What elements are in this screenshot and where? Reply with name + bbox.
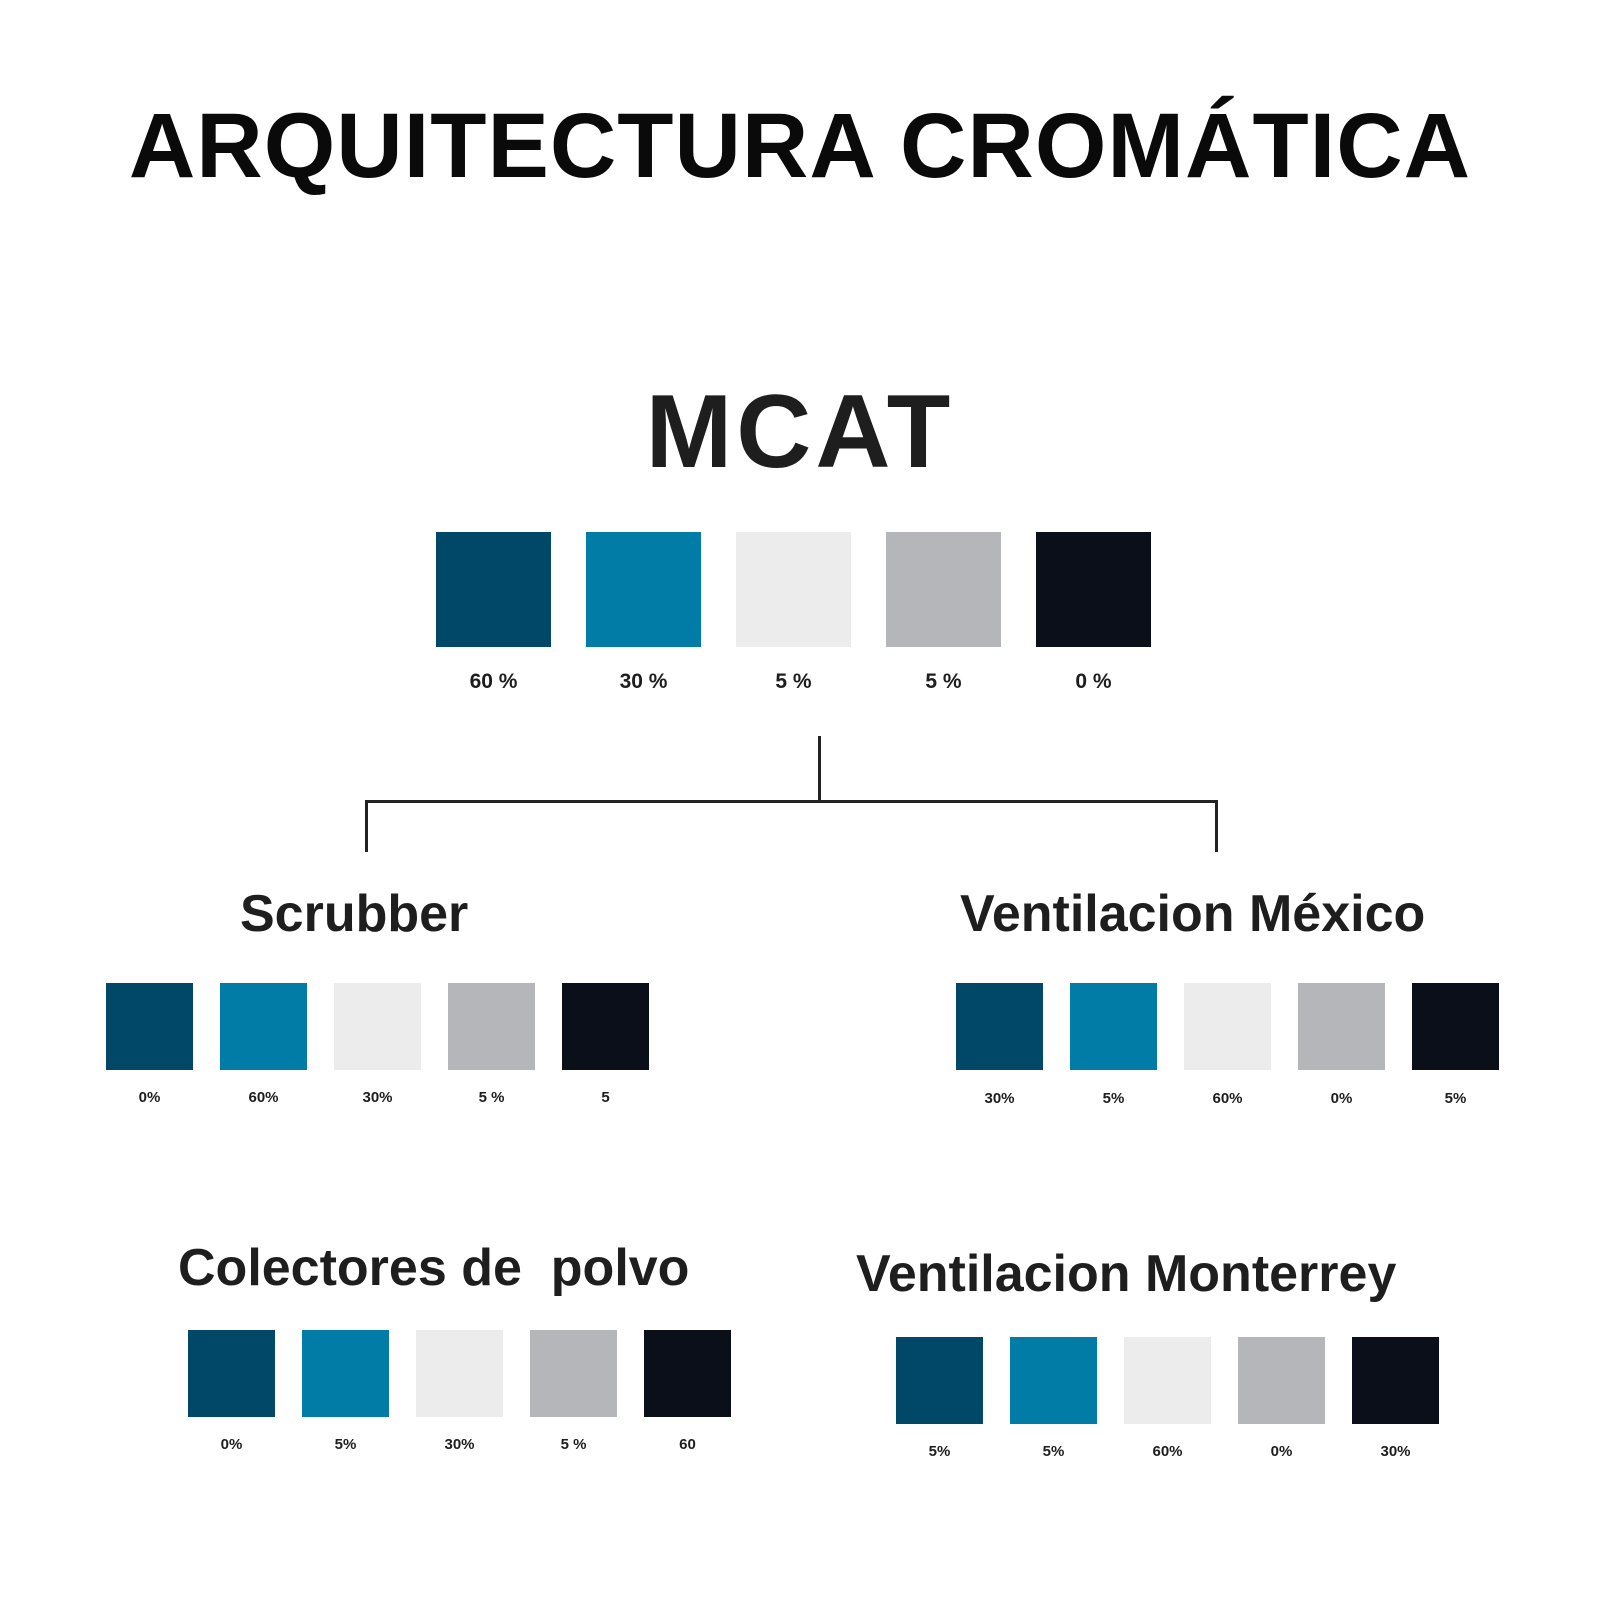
color-swatch — [1184, 983, 1271, 1070]
brand-title-colectores-de-polvo: Colectores de polvo — [178, 1239, 690, 1297]
brand-swatch: 5 — [562, 983, 649, 1105]
mcat-swatch: 30 % — [586, 532, 701, 692]
ventilacion-mexico-palette: 30% 5% 60% 0% 5% — [956, 983, 1499, 1106]
percentage-label: 60% — [1152, 1443, 1183, 1460]
brand-swatch: 5% — [1412, 983, 1499, 1106]
ventilacion-monterrey-palette: 5% 5% 60% 0% 30% — [896, 1337, 1439, 1459]
connector-stem — [818, 736, 821, 802]
page-title: ARQUITECTURA CROMÁTICA — [128, 95, 1472, 197]
color-swatch — [436, 532, 551, 647]
percentage-label: 5 % — [925, 670, 962, 693]
percentage-label: 30% — [362, 1089, 393, 1106]
color-swatch — [736, 532, 851, 647]
percentage-label: 0% — [220, 1436, 243, 1453]
color-swatch — [106, 983, 193, 1070]
percentage-label: 60 — [679, 1436, 696, 1453]
color-swatch — [956, 983, 1043, 1070]
color-swatch — [220, 983, 307, 1070]
percentage-label: 5 % — [560, 1436, 587, 1453]
color-swatch — [448, 983, 535, 1070]
brand-title-ventilacion-mexico: Ventilacion México — [960, 885, 1426, 943]
color-swatch — [1010, 1337, 1097, 1424]
color-swatch — [644, 1330, 731, 1417]
color-swatch — [416, 1330, 503, 1417]
mcat-palette: 60 % 30 % 5 % 5 % 0 % — [436, 532, 1151, 692]
mcat-swatch: 5 % — [886, 532, 1001, 692]
percentage-label: 5 % — [775, 670, 812, 693]
brand-swatch: 60% — [220, 983, 307, 1105]
brand-swatch: 0% — [1238, 1337, 1325, 1459]
color-swatch — [334, 983, 421, 1070]
percentage-label: 5% — [928, 1443, 951, 1460]
brand-swatch: 30% — [334, 983, 421, 1105]
color-swatch — [530, 1330, 617, 1417]
color-swatch — [1238, 1337, 1325, 1424]
percentage-label: 5% — [1102, 1090, 1125, 1107]
percentage-label: 30% — [984, 1090, 1015, 1107]
color-swatch — [1412, 983, 1499, 1070]
percentage-label: 60 % — [469, 670, 518, 693]
percentage-label: 0 % — [1075, 670, 1112, 693]
percentage-label: 0% — [1330, 1090, 1353, 1107]
percentage-label: 0% — [138, 1089, 161, 1106]
brand-swatch: 30% — [956, 983, 1043, 1106]
scrubber-palette: 0% 60% 30% 5 % 5 — [106, 983, 649, 1105]
color-swatch — [302, 1330, 389, 1417]
brand-swatch: 0% — [1298, 983, 1385, 1106]
brand-swatch: 5% — [896, 1337, 983, 1459]
percentage-label: 0% — [1270, 1443, 1293, 1460]
brand-swatch: 30% — [416, 1330, 503, 1452]
color-swatch — [886, 532, 1001, 647]
percentage-label: 5 % — [478, 1089, 505, 1106]
color-swatch — [1036, 532, 1151, 647]
mcat-swatch: 60 % — [436, 532, 551, 692]
brand-swatch: 0% — [106, 983, 193, 1105]
color-swatch — [1124, 1337, 1211, 1424]
percentage-label: 5% — [1042, 1443, 1065, 1460]
mcat-title: MCAT — [645, 374, 955, 490]
brand-swatch: 60% — [1124, 1337, 1211, 1459]
color-swatch — [586, 532, 701, 647]
color-swatch — [188, 1330, 275, 1417]
brand-title-scrubber: Scrubber — [240, 885, 469, 943]
color-swatch — [1070, 983, 1157, 1070]
percentage-label: 30% — [1380, 1443, 1411, 1460]
colectores-palette: 0% 5% 30% 5 % 60 — [188, 1330, 731, 1452]
brand-swatch: 5 % — [530, 1330, 617, 1452]
percentage-label: 5% — [334, 1436, 357, 1453]
brand-title-ventilacion-monterrey: Ventilacion Monterrey — [856, 1245, 1397, 1303]
percentage-label: 5 — [601, 1089, 610, 1106]
percentage-label: 30% — [444, 1436, 475, 1453]
connector-horizontal — [365, 800, 1218, 803]
brand-swatch: 60 — [644, 1330, 731, 1452]
brand-swatch: 30% — [1352, 1337, 1439, 1459]
brand-swatch: 5% — [1010, 1337, 1097, 1459]
mcat-swatch: 0 % — [1036, 532, 1151, 692]
brand-swatch: 5% — [302, 1330, 389, 1452]
percentage-label: 30 % — [619, 670, 668, 693]
percentage-label: 60% — [1212, 1090, 1243, 1107]
brand-swatch: 60% — [1184, 983, 1271, 1106]
color-swatch — [1352, 1337, 1439, 1424]
connector-right-drop — [1215, 800, 1218, 852]
percentage-label: 60% — [248, 1089, 279, 1106]
connector-left-drop — [365, 800, 368, 852]
percentage-label: 5% — [1444, 1090, 1467, 1107]
brand-swatch: 5% — [1070, 983, 1157, 1106]
brand-swatch: 5 % — [448, 983, 535, 1105]
mcat-swatch: 5 % — [736, 532, 851, 692]
color-swatch — [1298, 983, 1385, 1070]
brand-swatch: 0% — [188, 1330, 275, 1452]
color-swatch — [562, 983, 649, 1070]
color-swatch — [896, 1337, 983, 1424]
